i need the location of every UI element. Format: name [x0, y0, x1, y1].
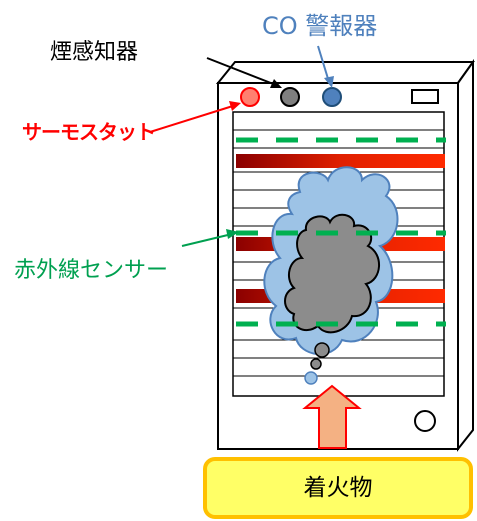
smoke-puff — [304, 371, 318, 385]
ir-pointer — [181, 233, 233, 247]
cabinet-side-face — [457, 58, 474, 452]
heat-arrow — [302, 384, 362, 449]
pointer-arrows — [149, 45, 334, 247]
co-pointer-head — [324, 76, 334, 88]
thermostat-pointer — [149, 104, 237, 133]
ir-beams — [236, 137, 446, 327]
co-alarm-label: CO 警報器 — [262, 12, 378, 40]
co-pointer — [317, 45, 330, 83]
smoke-detector-label: 煙感知器 — [50, 40, 139, 65]
cabinet-top-face — [215, 61, 475, 84]
smoke-pointer — [206, 57, 277, 86]
thermostat-pointer-head — [229, 101, 241, 111]
smoke-puff — [314, 342, 330, 358]
smoke-puff — [310, 358, 322, 370]
ir-pointer-head — [226, 229, 239, 239]
smoke-detector-sensor — [280, 87, 300, 107]
smoke-pointer-head — [270, 79, 282, 88]
ir-sensor-label: 赤外線センサー — [14, 258, 169, 283]
door-knob — [414, 410, 436, 432]
indicator-window — [411, 89, 439, 104]
thermostat-sensor — [240, 87, 260, 107]
smoke-cloud-inner — [284, 213, 380, 385]
co-alarm-sensor — [322, 87, 342, 107]
heater-bar — [236, 154, 445, 168]
burning-object-box — [203, 457, 473, 519]
thermostat-label: サーモスタット — [22, 120, 156, 144]
burning-object-label: 着火物 — [303, 475, 373, 501]
